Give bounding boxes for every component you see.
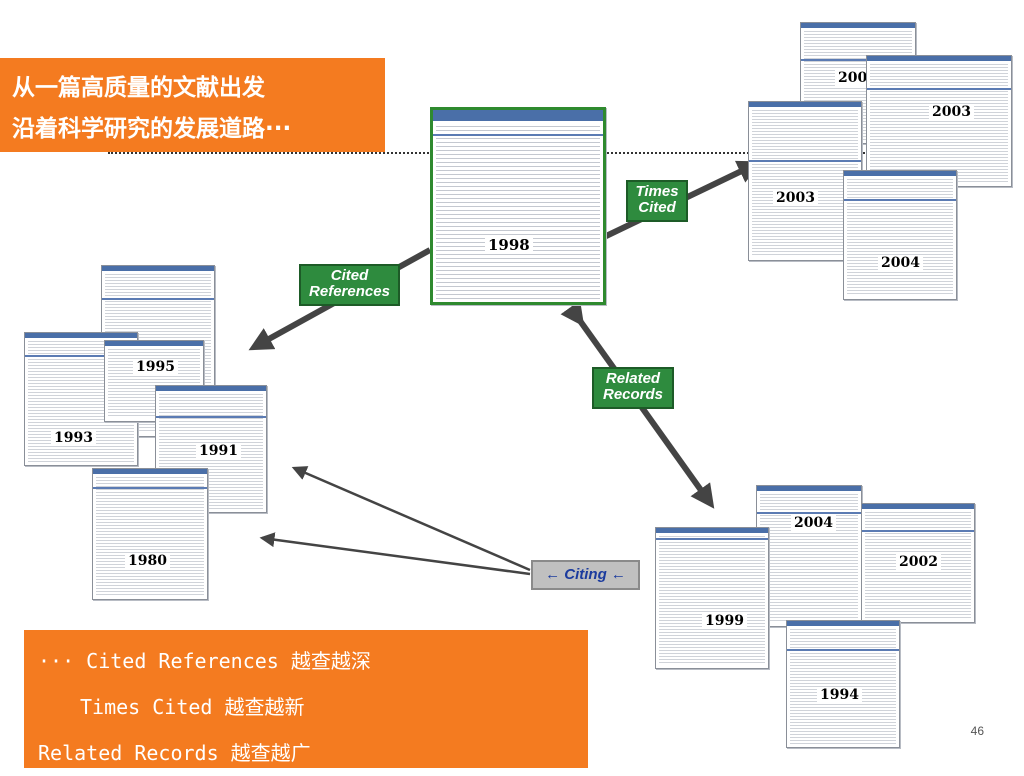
cited-ref-year-1: 1995 bbox=[133, 359, 178, 375]
summary-line-3: Related Records 越查越广 bbox=[38, 741, 311, 765]
related-records-label: Related Records bbox=[592, 367, 674, 409]
summary-line-1: ··· Cited References 越查越深 bbox=[38, 649, 371, 673]
related-year-4: 1994 bbox=[817, 687, 862, 703]
title-box: 从一篇高质量的文献出发 沿着科学研究的发展道路··· bbox=[0, 58, 385, 152]
related-year-2: 2002 bbox=[896, 554, 941, 570]
summary-line-2: Times Cited 越查越新 bbox=[80, 695, 305, 719]
cited-ref-doc-5: 1980 bbox=[92, 468, 208, 600]
cited-references-label-line-2: References bbox=[309, 283, 390, 300]
citing-arrow-upper bbox=[291, 466, 531, 572]
main-year: 1998 bbox=[485, 236, 533, 254]
title-line-1: 从一篇高质量的文献出发 bbox=[12, 75, 265, 101]
times-cited-label: Times Cited bbox=[626, 180, 688, 222]
times-cited-year-4: 2004 bbox=[878, 255, 923, 271]
page-number: 46 bbox=[970, 724, 984, 738]
citing-label: ← Citing ← bbox=[531, 560, 640, 590]
related-year-1: 2004 bbox=[791, 515, 836, 531]
related-records-label-line-1: Related bbox=[605, 370, 661, 387]
times-cited-doc-2: 2003 bbox=[866, 55, 1012, 187]
cited-references-label: Cited References bbox=[299, 264, 400, 306]
times-cited-doc-4: 2004 bbox=[843, 170, 957, 300]
title-line-2: 沿着科学研究的发展道路··· bbox=[12, 116, 292, 142]
cited-references-label-line-1: Cited bbox=[330, 267, 369, 284]
related-year-3: 1999 bbox=[702, 613, 747, 629]
related-doc-4: 1994 bbox=[786, 620, 900, 748]
summary-box: ··· Cited References 越查越深 Times Cited 越查… bbox=[24, 630, 588, 768]
times-cited-year-2: 2003 bbox=[929, 104, 974, 120]
cited-ref-year-2: 1993 bbox=[51, 430, 96, 446]
cited-ref-year-3: 1991 bbox=[196, 443, 241, 459]
main-document: 1998 bbox=[430, 107, 606, 305]
cited-ref-year-4: 1980 bbox=[125, 553, 170, 569]
times-cited-year-3: 2003 bbox=[773, 190, 818, 206]
related-records-label-line-2: Records bbox=[602, 386, 664, 403]
times-cited-label-line-2: Cited bbox=[638, 199, 676, 216]
related-records-arrow bbox=[560, 300, 715, 509]
citing-arrow-lower bbox=[259, 532, 531, 576]
related-doc-3: 1999 bbox=[655, 527, 769, 669]
related-doc-1: 2004 bbox=[756, 485, 862, 627]
times-cited-label-line-1: Times bbox=[635, 183, 679, 200]
related-doc-2: 2002 bbox=[861, 503, 975, 623]
